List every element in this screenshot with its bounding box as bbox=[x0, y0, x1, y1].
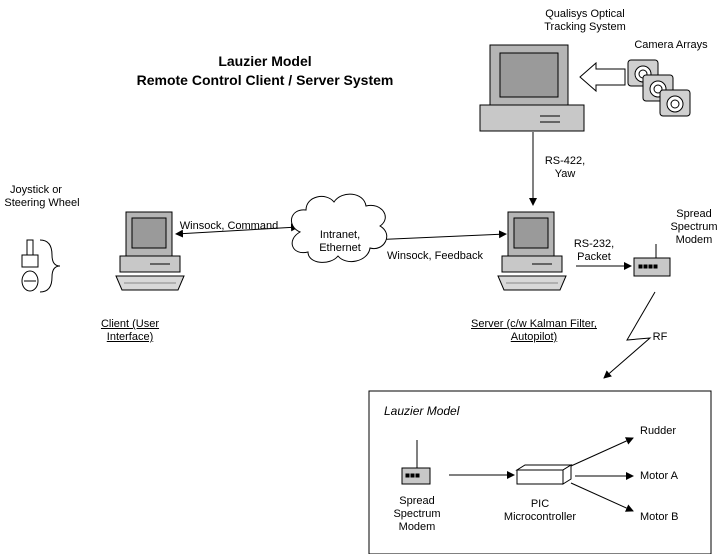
joystick-icon bbox=[21, 239, 61, 293]
winsock-feedback-label: Winsock, Feedback bbox=[387, 250, 483, 262]
modem-top-icon bbox=[633, 244, 671, 277]
client-computer-icon bbox=[115, 211, 185, 291]
joystick-label-2: Steering Wheel bbox=[4, 197, 80, 209]
intranet-label-2: Ethernet bbox=[319, 242, 361, 254]
tracking-system-label-2: Tracking System bbox=[544, 21, 626, 33]
camera-arrays-icon bbox=[627, 59, 691, 117]
rs422-label-2: Yaw bbox=[554, 168, 576, 180]
intranet-cloud-icon bbox=[291, 193, 388, 263]
diagram-title-line1: Lauzier Model bbox=[218, 53, 312, 69]
tracking-system-label-1: Qualisys Optical bbox=[545, 8, 625, 20]
motor-a-label: Motor A bbox=[640, 470, 678, 482]
server-label-2: Autopilot) bbox=[510, 331, 558, 343]
rs232-label-2: Packet bbox=[577, 251, 611, 263]
joystick-label-1: Joystick or bbox=[10, 184, 62, 196]
winsock-feedback-arrow bbox=[369, 230, 507, 244]
modem-bottom-label-1: Spread bbox=[399, 495, 435, 507]
intranet-label-1: Intranet, bbox=[319, 229, 361, 241]
motor-b-label: Motor B bbox=[640, 511, 679, 523]
camera-feed-arrow bbox=[579, 61, 626, 93]
client-label-1: Client (User bbox=[100, 318, 160, 330]
rudder-label: Rudder bbox=[640, 425, 677, 437]
modem-bottom-label-3: Modem bbox=[398, 521, 436, 533]
modem-top-label-1: Spread bbox=[676, 208, 712, 220]
modem-top-label-3: Modem bbox=[675, 234, 713, 246]
diagram-title-line2: Remote Control Client / Server System bbox=[136, 72, 394, 88]
server-label-1: Server (c/w Kalman Filter, bbox=[471, 318, 597, 330]
rudder-arrow bbox=[570, 437, 634, 467]
modem-bottom-icon bbox=[401, 440, 431, 485]
winsock-command-label: Winsock, Command bbox=[179, 220, 279, 232]
modem-top-label-2: Spectrum bbox=[670, 221, 718, 233]
pic-label-2: Microcontroller bbox=[503, 511, 577, 523]
camera-arrays-label: Camera Arrays bbox=[634, 39, 708, 51]
rf-label: RF bbox=[652, 331, 668, 343]
winsock-command-arrow bbox=[175, 223, 299, 238]
client-label-2: Interface) bbox=[106, 331, 154, 343]
server-computer-icon bbox=[497, 211, 567, 291]
rs232-label-1: RS-232, bbox=[573, 238, 615, 250]
rf-signal-arrow bbox=[603, 291, 656, 379]
modem-bottom-label-2: Spectrum bbox=[393, 508, 441, 520]
pic-label-1: PIC bbox=[530, 498, 550, 510]
motor-b-arrow bbox=[570, 482, 634, 512]
model-box-heading: Lauzier Model bbox=[384, 404, 460, 418]
pic-microcontroller-icon bbox=[515, 464, 573, 485]
tracking-computer-icon bbox=[479, 44, 585, 132]
rs422-label-1: RS-422, bbox=[544, 155, 586, 167]
